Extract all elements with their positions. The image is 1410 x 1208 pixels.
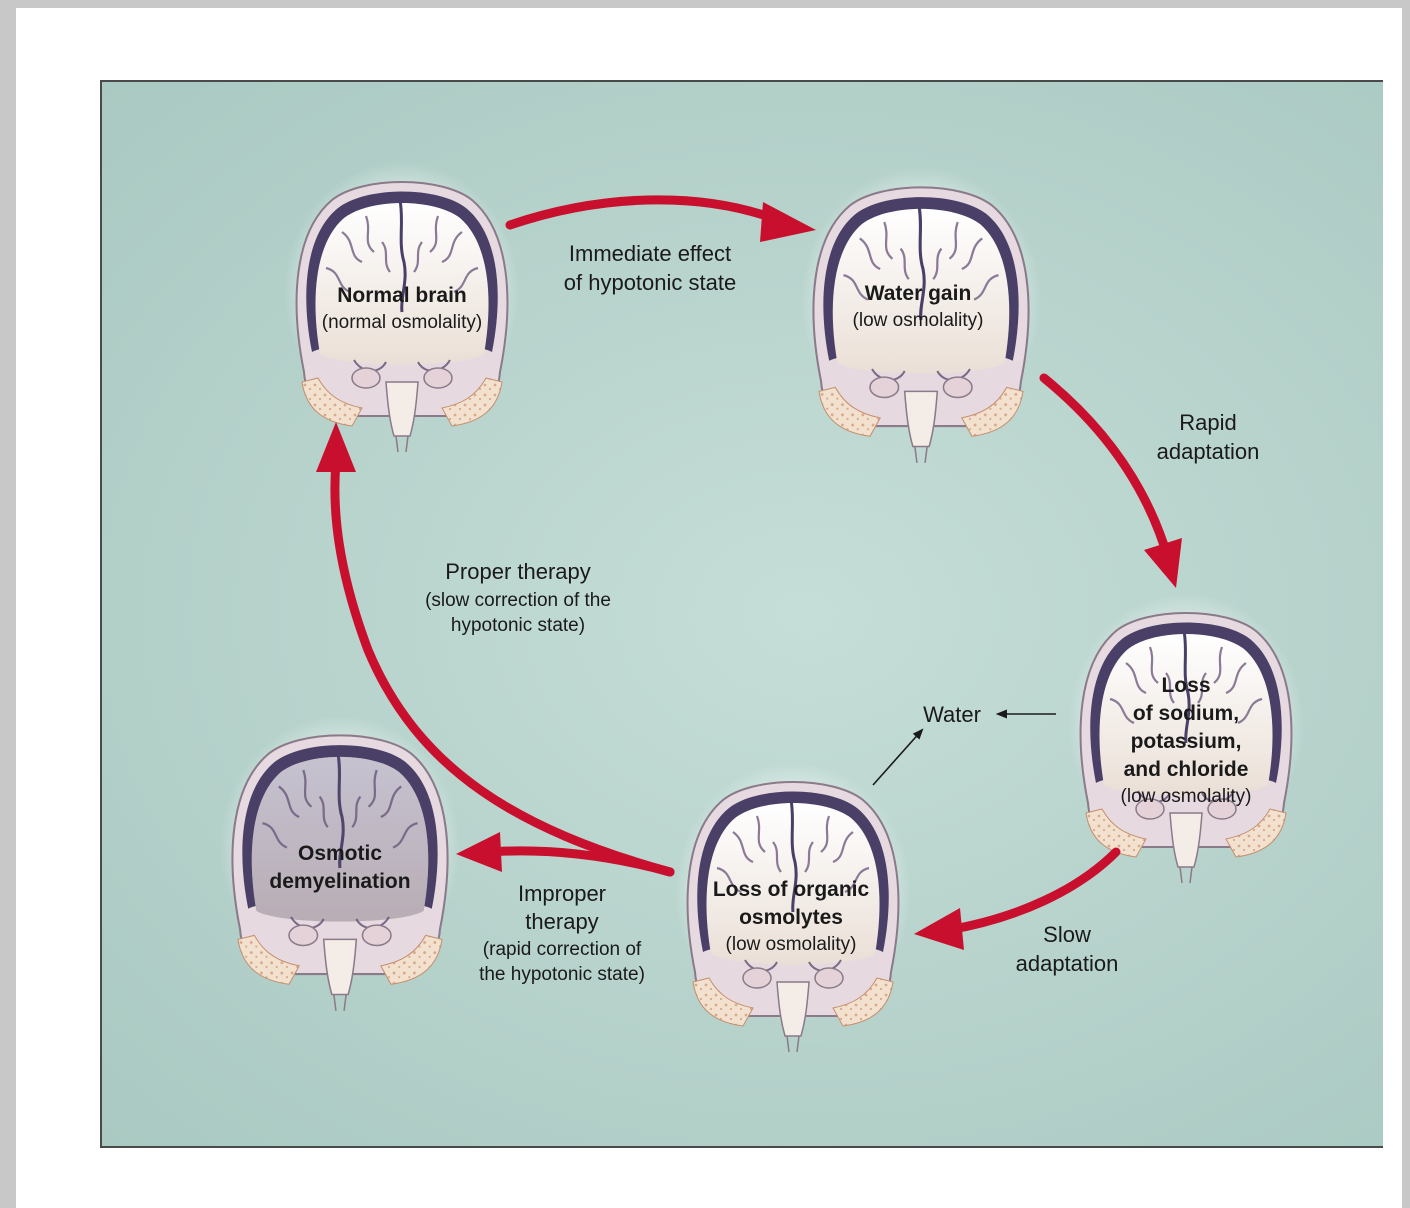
proper-therapy-label-line-1: Proper therapy [445,559,591,584]
arrow-rapid-adaptation-icon [1044,378,1182,588]
demyelination-title-line-2: demyelination [269,870,410,893]
brain-normal-icon [284,162,520,452]
rapid-adaptation-label-line-1: Rapid [1179,410,1236,435]
loss-electrolytes-subtitle: (low osmolality) [1121,786,1252,807]
loss-electrolytes-title-line-2: of sodium, [1133,702,1239,725]
improper-therapy-label-line-3: (rapid correction of [483,939,642,960]
immediate-effect-label-line-2: of hypotonic state [564,270,736,295]
proper-therapy-label-line-2: (slow correction of the [425,590,611,611]
normal-brain-title: Normal brain [337,284,467,307]
immediate-effect-label-line-1: Immediate effect [569,241,731,266]
diagram-canvas: Normal brain (normal osmolality) Water g… [102,82,1383,1148]
improper-therapy-label-line-2: therapy [525,909,598,934]
improper-therapy-label-line-1: Improper [518,881,606,906]
arrow-immediate-effect-icon [510,200,816,242]
slow-adaptation-label-line-1: Slow [1043,922,1091,947]
loss-organic-title-line-2: osmolytes [739,906,843,929]
demyelination-title-line-1: Osmotic [298,842,382,865]
rapid-adaptation-label-line-2: adaptation [1157,439,1260,464]
loss-electrolytes-title-line-1: Loss [1161,674,1210,697]
loss-electrolytes-title-line-3: potassium, [1131,730,1242,753]
improper-therapy-label-line-4: the hypotonic state) [479,964,645,985]
water-gain-subtitle: (low osmolality) [853,310,984,331]
loss-organic-title-line-1: Loss of organic [713,878,870,901]
proper-therapy-label-line-3: hypotonic state) [451,615,585,636]
diagram-panel: Normal brain (normal osmolality) Water g… [100,80,1383,1148]
loss-organic-subtitle: (low osmolality) [726,934,857,955]
water-gain-title: Water gain [865,282,972,305]
loss-electrolytes-title-line-4: and chloride [1124,758,1249,781]
water-label: Water [923,702,981,727]
normal-brain-subtitle: (normal osmolality) [322,312,482,333]
slow-adaptation-label-line-2: adaptation [1016,951,1119,976]
page: Normal brain (normal osmolality) Water g… [16,8,1402,1208]
